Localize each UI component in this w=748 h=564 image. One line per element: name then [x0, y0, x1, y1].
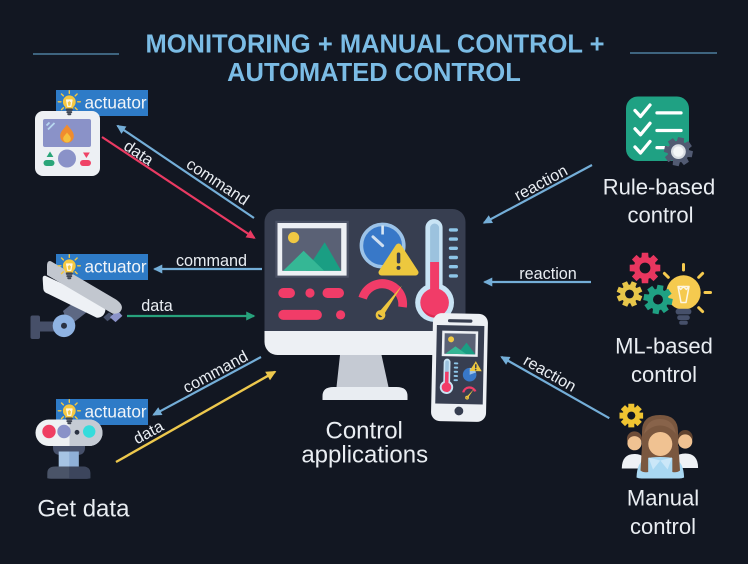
svg-text:MONITORING + MANUAL CONTROL +: MONITORING + MANUAL CONTROL +	[145, 31, 604, 59]
svg-text:Manual: Manual	[627, 486, 699, 511]
svg-text:Rule-based: Rule-based	[603, 174, 716, 199]
svg-text:ML-based: ML-based	[615, 334, 713, 359]
svg-text:control: control	[627, 203, 693, 228]
svg-text:applications: applications	[301, 442, 428, 469]
svg-text:Get data: Get data	[37, 496, 130, 523]
svg-text:control: control	[631, 362, 697, 387]
svg-text:actuator: actuator	[85, 402, 147, 422]
svg-text:reaction: reaction	[511, 162, 570, 205]
svg-text:data: data	[141, 297, 173, 315]
svg-text:Control: Control	[326, 418, 403, 445]
svg-text:actuator: actuator	[85, 93, 147, 113]
svg-text:AUTOMATED CONTROL: AUTOMATED CONTROL	[227, 59, 521, 87]
svg-text:command: command	[183, 155, 252, 209]
svg-text:data: data	[120, 137, 156, 169]
svg-text:actuator: actuator	[85, 257, 147, 277]
svg-text:reaction: reaction	[519, 265, 577, 283]
svg-text:command: command	[176, 252, 247, 270]
svg-text:command: command	[180, 347, 251, 397]
svg-text:control: control	[630, 514, 696, 539]
